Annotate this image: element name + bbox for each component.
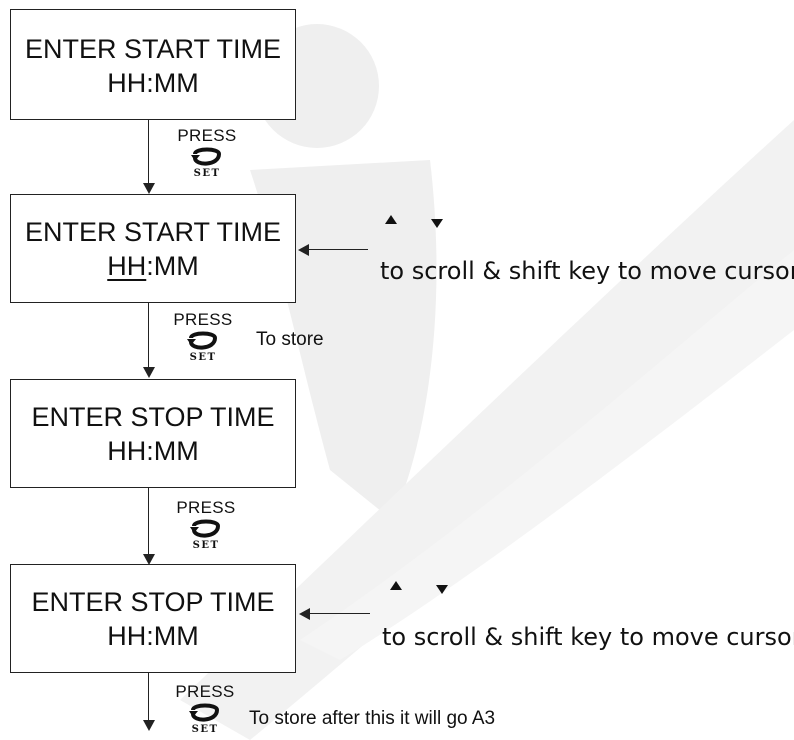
box-title: ENTER START TIME (24, 34, 282, 64)
up-triangle-icon (385, 215, 397, 224)
box-time-format: HH:MM (11, 249, 295, 283)
scroll-hint: to scroll & shift key to move cursor (380, 257, 794, 285)
arrow-down-icon (143, 720, 155, 731)
box-title: ENTER START TIME (24, 217, 282, 247)
set-key-label: SET (191, 724, 219, 735)
set-key-icon[interactable] (186, 330, 220, 352)
press-set-step: PRESS SET (165, 682, 245, 736)
down-triangle-icon (436, 585, 448, 594)
pointer-line (307, 249, 368, 250)
scroll-hint: to scroll & shift key to move cursor (382, 623, 794, 651)
connector-line (148, 120, 149, 186)
box-time-format: HH:MM (107, 621, 199, 651)
press-label: PRESS (173, 310, 233, 329)
box-title: ENTER STOP TIME (31, 587, 275, 617)
box-enter-stop-time: ENTER STOP TIME HH:MM (10, 379, 296, 488)
set-key-icon[interactable] (189, 518, 223, 540)
box-enter-stop-time-edit: ENTER STOP TIME HH:MM (10, 564, 296, 673)
arrow-down-icon (143, 183, 155, 194)
connector-line (148, 673, 149, 723)
down-triangle-icon (431, 219, 443, 228)
press-set-step: PRESS SET (163, 310, 243, 364)
box-title: ENTER STOP TIME (31, 402, 275, 432)
press-label: PRESS (176, 498, 236, 517)
up-triangle-icon (390, 581, 402, 590)
arrow-left-icon (299, 608, 310, 620)
press-set-step: PRESS SET (167, 126, 247, 180)
box-enter-start-time-edit: ENTER START TIME HH:MM (10, 194, 296, 303)
arrow-down-icon (143, 554, 155, 565)
connector-line (148, 488, 149, 558)
arrow-down-icon (143, 367, 155, 378)
press-label: PRESS (175, 682, 235, 701)
arrow-left-icon (298, 244, 309, 256)
box-enter-start-time: ENTER START TIME HH:MM (10, 9, 296, 120)
set-key-icon[interactable] (188, 702, 222, 724)
box-time-format: HH:MM (107, 68, 199, 98)
store-note: To store after this it will go A3 (249, 708, 496, 729)
store-note: To store (256, 329, 324, 350)
pointer-line (308, 613, 370, 614)
set-key-icon[interactable] (190, 146, 224, 168)
press-set-step: PRESS SET (166, 498, 246, 552)
set-key-label: SET (189, 352, 217, 363)
box-time-format: HH:MM (107, 436, 199, 466)
cursor-hours: HH (107, 251, 147, 281)
connector-line (148, 303, 149, 371)
set-key-label: SET (192, 540, 220, 551)
press-label: PRESS (177, 126, 237, 145)
set-key-label: SET (193, 168, 221, 179)
time-minutes: :MM (146, 251, 199, 281)
